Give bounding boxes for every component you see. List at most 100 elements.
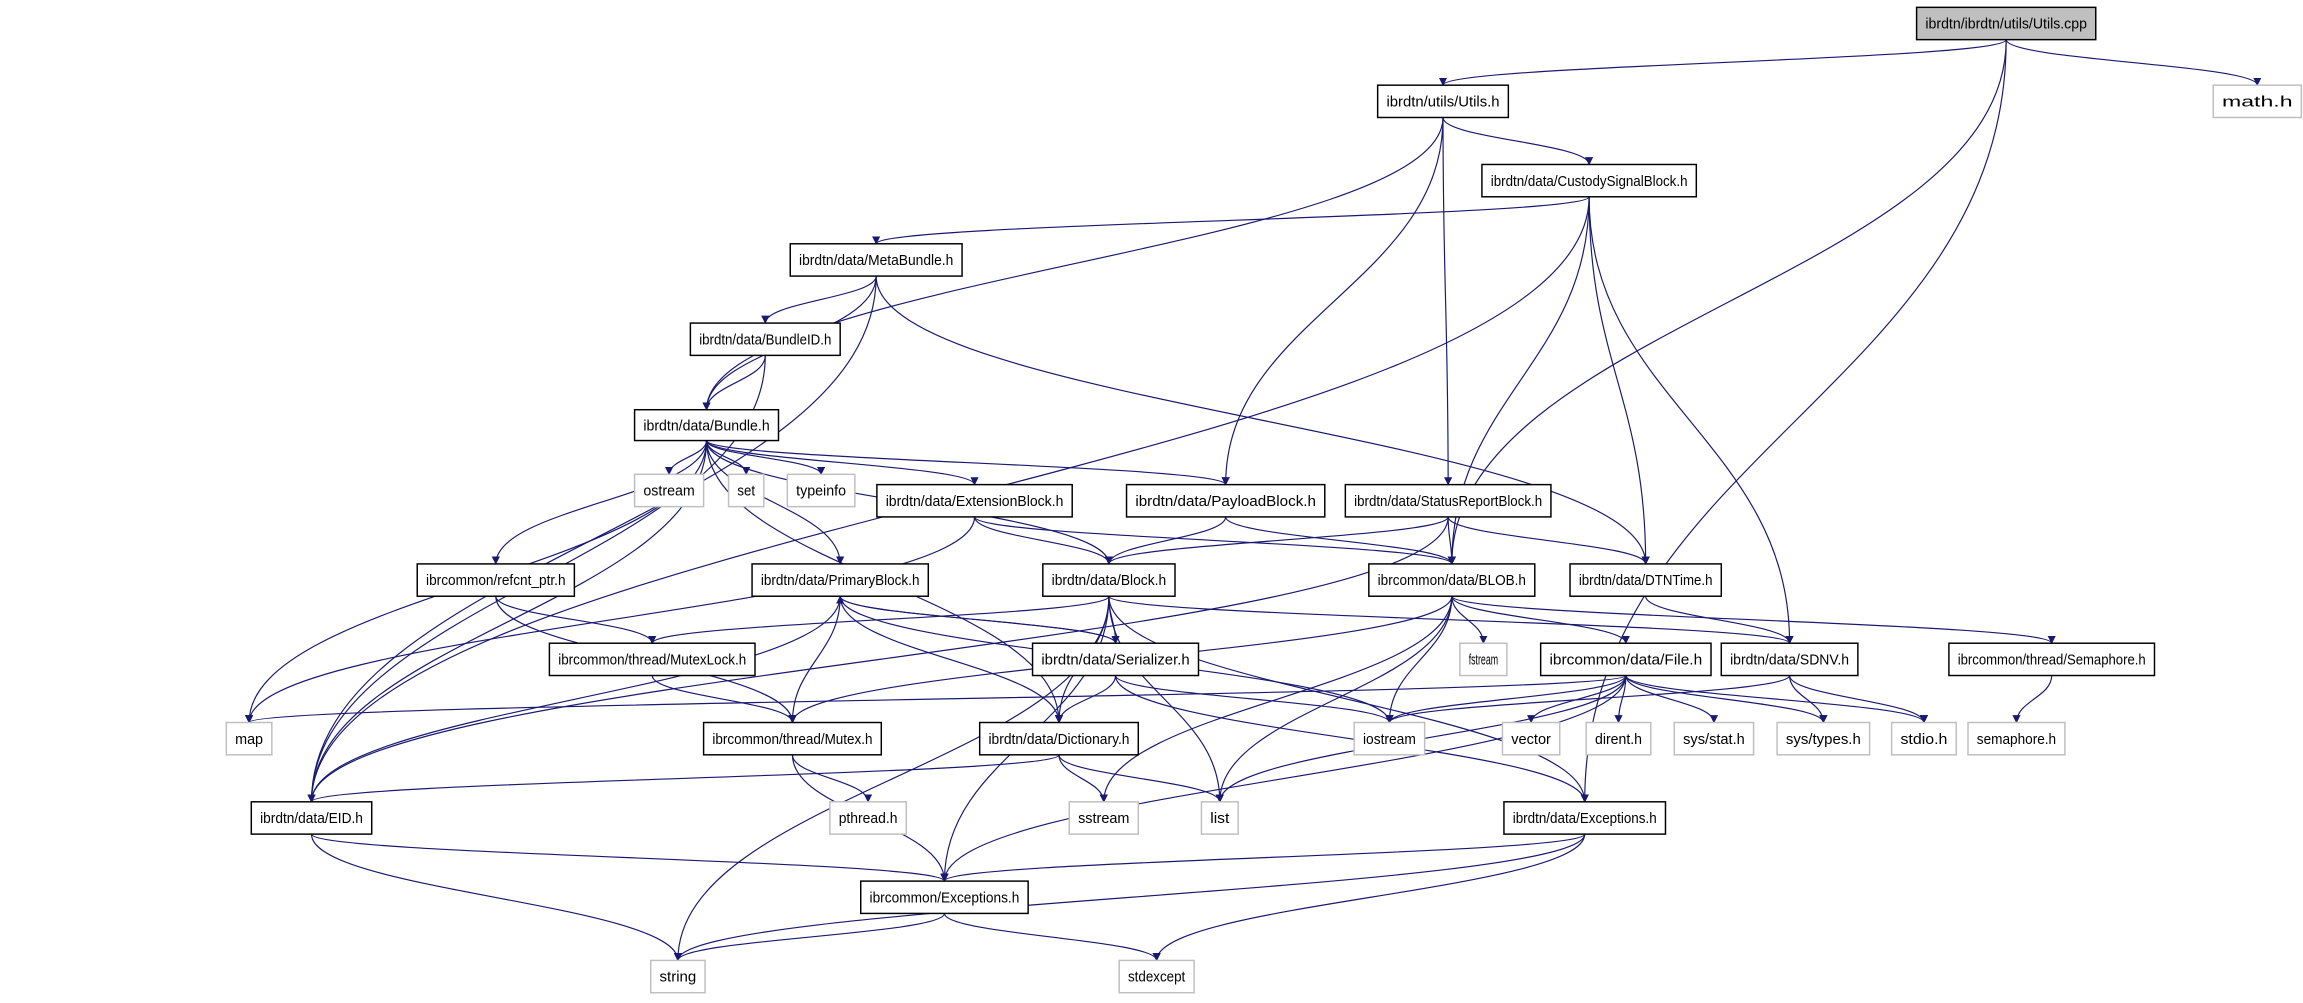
node-dictionary[interactable]: ibrdtn/data/Dictionary.h (978, 721, 1140, 756)
node-label: ibrcommon/Exceptions.h (870, 890, 1020, 906)
node-label: ibrdtn/data/ExtensionBlock.h (886, 494, 1064, 510)
edge-blob-to-sstream (1099, 596, 1453, 803)
node-box (978, 721, 1140, 756)
edge-bundle-to-refcnt (491, 440, 708, 565)
edge-statusreport-to-eid (307, 516, 1449, 803)
edge-payload-to-blob (1225, 516, 1456, 565)
node-box (633, 408, 780, 442)
node-label: ibrcommon/data/BLOB.h (1378, 573, 1526, 589)
node-dtnexceptions[interactable]: ibrdtn/data/Exceptions.h (1503, 801, 1667, 835)
node-systypes: sys/types.h (1776, 721, 1871, 756)
node-extblock[interactable]: ibrdtn/data/ExtensionBlock.h (876, 483, 1073, 518)
edge-primary-to-mutex (788, 596, 841, 724)
node-serializer[interactable]: ibrdtn/data/Serializer.h (1031, 642, 1200, 677)
node-mutex[interactable]: ibrcommon/thread/Mutex.h (702, 721, 883, 756)
edge-extblock-to-block (973, 516, 1113, 565)
node-utils-cpp[interactable]: ibrdtn/ibrdtn/utils/Utils.cpp (1915, 6, 2097, 41)
node-statusreport[interactable]: ibrdtn/data/StatusReportBlock.h (1344, 483, 1552, 518)
node-label: stdexcept (1128, 970, 1185, 986)
node-box (1200, 801, 1239, 835)
node-blob[interactable]: ibrcommon/data/BLOB.h (1368, 563, 1536, 597)
node-map: map (225, 721, 273, 756)
edge-file-to-vector (1527, 675, 1627, 724)
edge-bundle-to-payload (705, 440, 1230, 486)
edge-file-to-exceptions (940, 675, 1627, 882)
node-label: ibrdtn/data/MetaBundle.h (799, 253, 953, 269)
edge-custody-to-sdnv (1588, 196, 1794, 645)
node-block[interactable]: ibrdtn/data/Block.h (1042, 563, 1176, 597)
node-box (1376, 84, 1510, 119)
node-label: ibrcommon/data/File.h (1549, 653, 1702, 669)
edge-dtnexceptions-to-exceptions (940, 833, 1586, 882)
node-label: ibrdtn/data/BundleID.h (699, 332, 831, 348)
node-label: fstream (1469, 653, 1498, 669)
node-box (2212, 84, 2303, 119)
node-box (1569, 563, 1723, 597)
edge-sdnv-to-iostream (1385, 674, 1791, 724)
edge-statusreport-to-dtntime (1447, 516, 1650, 565)
edge-blob-to-fstream (1451, 596, 1488, 645)
node-bundleid[interactable]: ibrdtn/data/BundleID.h (689, 322, 841, 357)
edge-serializer-to-dtnexceptions (1114, 675, 1589, 803)
edge-file-to-stdio (1625, 675, 1928, 724)
node-box (1481, 163, 1698, 198)
node-box (689, 322, 841, 357)
node-payload[interactable]: ibrdtn/data/PayloadBlock.h (1125, 483, 1326, 518)
node-fstream: fstream (1459, 642, 1508, 677)
node-box (786, 473, 856, 508)
node-box (1503, 801, 1667, 835)
node-label: ibrdtn/data/Dictionary.h (988, 732, 1129, 748)
node-primary[interactable]: ibrdtn/data/PrimaryBlock.h (751, 563, 930, 597)
node-bundle[interactable]: ibrdtn/data/Bundle.h (633, 408, 780, 442)
node-box (1068, 801, 1140, 835)
node-dirent: dirent.h (1585, 721, 1652, 756)
node-semaphore-h[interactable]: ibrcommon/thread/Semaphore.h (1948, 642, 2156, 677)
node-box (1042, 563, 1176, 597)
edge-utils_h-to-statusreport (1442, 117, 1453, 486)
node-metabundle[interactable]: ibrdtn/data/MetaBundle.h (789, 243, 963, 277)
edge-utils_h-to-custody (1442, 117, 1594, 166)
node-utils-h[interactable]: ibrdtn/utils/Utils.h (1376, 84, 1510, 119)
node-dtntime[interactable]: ibrdtn/data/DTNTime.h (1569, 563, 1723, 597)
node-label: sys/stat.h (1683, 732, 1745, 748)
edge-dictionary-to-list (1058, 754, 1224, 803)
node-box (250, 801, 373, 835)
edge-serializer-to-iostream (1114, 675, 1394, 724)
node-exceptions[interactable]: ibrcommon/Exceptions.h (859, 880, 1029, 915)
node-string: string (650, 959, 706, 994)
edge-custody-to-dtntime (1588, 196, 1650, 565)
edge-utils_cpp-to-math_h (2005, 39, 2262, 86)
node-label: list (1210, 811, 1229, 827)
edge-serializer-to-primary (836, 595, 1117, 644)
node-label: ibrdtn/utils/Utils.h (1386, 94, 1499, 110)
node-box (727, 473, 765, 508)
node-box (416, 563, 576, 597)
edge-utils_h-to-bundle (702, 117, 1444, 411)
node-box (789, 243, 963, 277)
edge-blob-to-file (1451, 595, 1630, 645)
edges-layer (245, 39, 2262, 962)
node-label: typeinfo (796, 484, 846, 500)
node-iostream: iostream (1353, 721, 1426, 756)
node-refcnt[interactable]: ibrcommon/refcnt_ptr.h (416, 563, 576, 597)
node-box (650, 959, 706, 994)
node-custody[interactable]: ibrdtn/data/CustodySignalBlock.h (1481, 163, 1698, 198)
edge-serializer-to-dictionary (1054, 675, 1117, 724)
edge-eid-to-exceptions (310, 833, 949, 882)
node-label: ostream (643, 484, 694, 500)
edge-file-to-map (245, 674, 1627, 724)
node-file[interactable]: ibrcommon/data/File.h (1539, 642, 1712, 677)
edge-blob-to-iostream (1385, 596, 1453, 724)
node-eid[interactable]: ibrdtn/data/EID.h (250, 801, 373, 835)
node-label: map (235, 732, 263, 748)
node-label: iostream (1363, 732, 1416, 748)
node-box (633, 473, 705, 508)
node-mutexlock[interactable]: ibrcommon/thread/MutexLock.h (548, 642, 756, 677)
edge-bundle-to-ostream (664, 440, 708, 476)
node-sdnv[interactable]: ibrdtn/data/SDNV.h (1720, 642, 1859, 677)
node-box (829, 801, 907, 835)
node-label: ibrdtn/data/EID.h (260, 811, 363, 827)
edge-primary-to-dictionary (839, 596, 1064, 724)
node-label: sstream (1078, 811, 1129, 827)
